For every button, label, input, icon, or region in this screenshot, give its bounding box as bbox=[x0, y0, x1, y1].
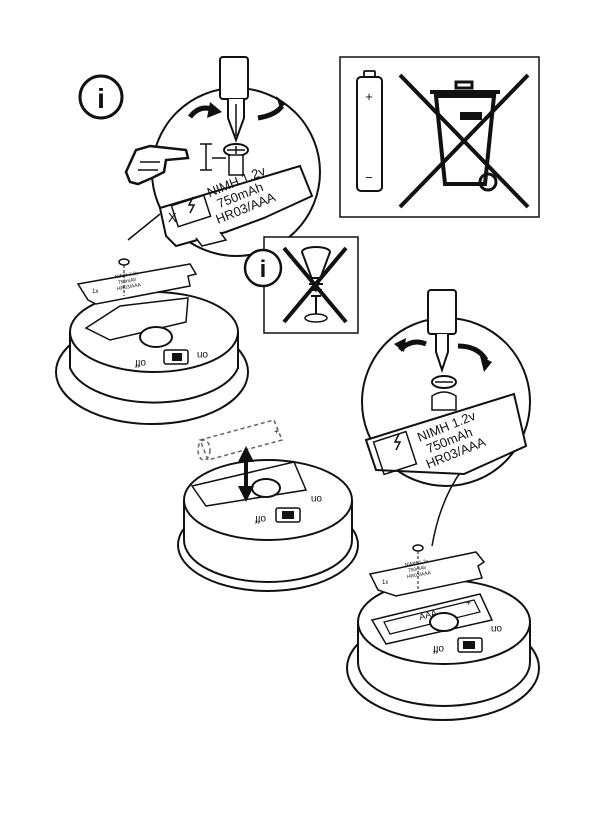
magnified-detail-right: NIMH 1.2v 750mAh HR03/AAA bbox=[362, 290, 530, 546]
device-step2: off on + bbox=[178, 420, 358, 591]
switch-on-label-3: on bbox=[491, 623, 502, 634]
dashed-battery-plus: + bbox=[274, 427, 279, 436]
x-mark: X bbox=[168, 210, 177, 225]
switch-off-label-3: off bbox=[433, 643, 444, 654]
switch-off-label-1: off bbox=[135, 357, 146, 368]
switch-on-label-2: on bbox=[311, 493, 322, 504]
switch-off-label-2: off bbox=[255, 513, 266, 524]
cover-count-3: 1x bbox=[382, 580, 388, 586]
dashed-battery: + bbox=[198, 420, 282, 460]
info-symbol: i bbox=[97, 83, 105, 114]
info-icon: i bbox=[80, 76, 122, 118]
disposal-warning-panel: + − bbox=[340, 57, 539, 217]
magnified-detail-top: X NIMH 1.2v 750mAh HR03/AAA bbox=[126, 57, 320, 256]
device-step3: AAA + off on 1x NIMH 1.2v 750mAh HR03/AA… bbox=[347, 545, 539, 720]
crossed-out-screw-icon: i bbox=[245, 237, 358, 333]
device-step1: off on 1x NIMH 1.2v 750mAh HR03/AAA bbox=[56, 259, 248, 424]
battery-minus: − bbox=[365, 170, 373, 185]
info-symbol-small: i bbox=[260, 256, 267, 283]
battery-plus: + bbox=[365, 89, 373, 104]
cover-count-1: 1x bbox=[92, 289, 98, 295]
battery-plus-3: + bbox=[466, 598, 471, 608]
switch-on-label-1: on bbox=[197, 349, 208, 360]
